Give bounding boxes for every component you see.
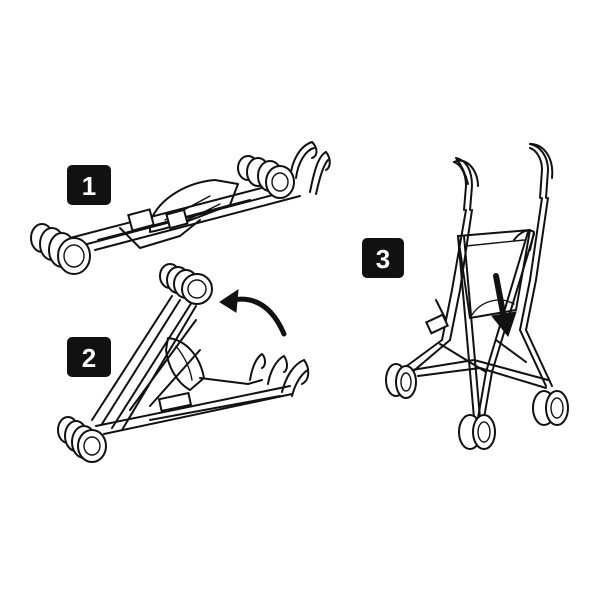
- folded-stroller-flat-illustration: [30, 141, 331, 275]
- step-2-number: 2: [82, 343, 96, 373]
- down-arrow-icon: [491, 273, 517, 338]
- step-3-badge: 3: [362, 238, 404, 278]
- step-1-number: 1: [82, 171, 96, 201]
- stroller-being-lifted-illustration: [57, 263, 310, 463]
- curved-arrow-icon: [219, 289, 287, 337]
- wheel-pair-front-left: [30, 223, 91, 275]
- stroller-unfolded-illustration: [385, 143, 569, 450]
- wheel-pair-bottom: [57, 416, 107, 463]
- step-3-number: 3: [376, 244, 390, 274]
- step-2-badge: 2: [67, 337, 111, 377]
- wheel-front-center: [458, 414, 496, 450]
- wheel-rear-right: [532, 390, 569, 426]
- wheel-rear-left: [385, 363, 417, 399]
- wheel-pair-rear-right: [237, 155, 295, 199]
- step-1-badge: 1: [67, 165, 111, 205]
- wheel-pair-top: [159, 263, 213, 305]
